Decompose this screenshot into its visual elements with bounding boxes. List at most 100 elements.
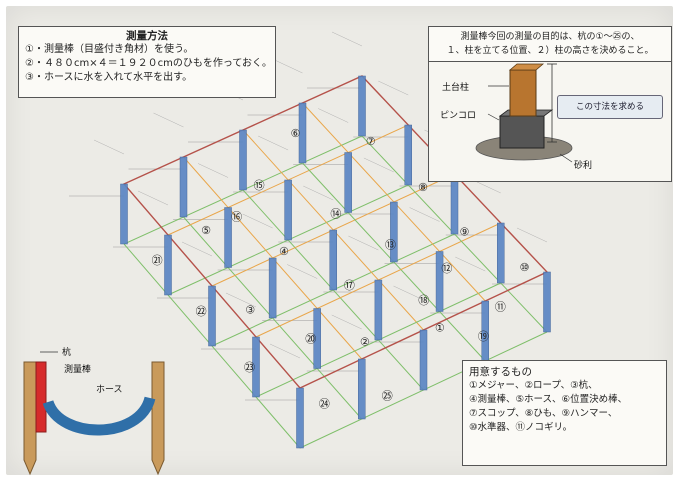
measuring-rod bbox=[35, 361, 47, 433]
helper-line bbox=[225, 292, 257, 308]
survey-post bbox=[497, 222, 505, 284]
survey-post bbox=[224, 207, 232, 268]
helper-line bbox=[137, 190, 169, 206]
survey-post bbox=[120, 183, 128, 245]
items-title: 用意するもの bbox=[469, 366, 532, 378]
dodaichu-label: 土台柱 bbox=[442, 83, 470, 93]
method-line-3: ③・ホースに水を入れて水平を出す。 bbox=[25, 72, 193, 83]
post-number-label: ⑳ bbox=[305, 333, 316, 346]
method-line-2: ②・４８０cm×４＝１９２０cmのひもを作っておく。 bbox=[25, 58, 269, 69]
items-box: 用意するもの ①メジャー、②ロープ、③杭、 ④測量棒、⑤ホース、⑥位置決め棒、 … bbox=[462, 360, 667, 466]
kui-label: 杭 bbox=[62, 348, 72, 358]
helper-line bbox=[348, 235, 379, 251]
survey-post bbox=[390, 201, 398, 263]
survey-post bbox=[419, 329, 428, 391]
post-number-label: ⑨ bbox=[460, 225, 470, 238]
helper-line bbox=[272, 58, 303, 74]
survey-post bbox=[164, 234, 172, 296]
purpose-box: 測量棒今回の測量の目的は、杭の①～㉕の、 １、柱を立てる位置、２）柱の高さを決め… bbox=[428, 26, 672, 62]
helper-line bbox=[242, 213, 273, 229]
survey-post bbox=[284, 179, 292, 241]
survey-post bbox=[296, 387, 304, 449]
survey-post bbox=[239, 129, 247, 191]
post-number-label: ⑬ bbox=[385, 239, 396, 252]
method-title: 測量方法 bbox=[126, 30, 168, 42]
post-number-label: ⑥ bbox=[291, 127, 301, 140]
dashed-helper-lines bbox=[69, 31, 548, 401]
helper-line bbox=[331, 31, 363, 47]
post-number-label: ⑤ bbox=[201, 224, 211, 237]
helper-line bbox=[318, 108, 349, 123]
post-number-label: ㉒ bbox=[196, 305, 207, 318]
post-number-label: ㉔ bbox=[319, 398, 330, 411]
post-number-label: ㉕ bbox=[382, 389, 393, 402]
method-box: 測量方法 ①・測量棒（目盛付き角材）を使う。 ②・４８０cm×４＝１９２０cmの… bbox=[18, 26, 276, 98]
post-number-label: ㉑ bbox=[152, 254, 163, 267]
post-number-label: ⑫ bbox=[441, 262, 452, 275]
helper-line bbox=[393, 285, 424, 301]
survey-post bbox=[179, 156, 188, 218]
post-number-label: ③ bbox=[245, 303, 255, 316]
hose-label: ホース bbox=[96, 385, 123, 395]
survey-post bbox=[450, 173, 459, 235]
post-number-label: ⑯ bbox=[231, 210, 242, 223]
helper-line bbox=[269, 343, 301, 359]
post-number-label: ② bbox=[360, 335, 370, 348]
items-line-4: ⑩水準器、⑪ノコギリ。 bbox=[469, 422, 573, 433]
survey-post bbox=[268, 257, 277, 319]
survey-post bbox=[374, 279, 383, 341]
post-number-label: ⑲ bbox=[478, 330, 489, 343]
helper-line bbox=[93, 139, 125, 155]
items-line-3: ⑦スコップ、⑧ひも、⑨ハンマー、 bbox=[469, 408, 618, 419]
helper-line bbox=[303, 185, 334, 201]
post-number-label: ⑪ bbox=[495, 301, 506, 314]
survey-post bbox=[435, 251, 444, 312]
post-number-label: ⑧ bbox=[418, 181, 428, 194]
helper-line bbox=[197, 163, 229, 178]
post-number-label: ㉓ bbox=[244, 361, 255, 374]
right-stake bbox=[151, 361, 165, 476]
survey-posts bbox=[120, 75, 551, 449]
survey-post bbox=[252, 336, 260, 398]
helper-line bbox=[181, 241, 213, 257]
method-line-1: ①・測量棒（目盛付き角材）を使う。 bbox=[25, 44, 194, 55]
water-hose bbox=[42, 396, 156, 436]
sokuryobo-label: 測量棒 bbox=[64, 365, 92, 375]
purpose-line-2: １、柱を立てる位置、２）柱の高さを決めること。 bbox=[446, 46, 654, 56]
survey-post bbox=[313, 308, 321, 369]
helper-line bbox=[516, 227, 548, 243]
post-number-label: ⑱ bbox=[418, 294, 429, 307]
helper-line bbox=[455, 256, 486, 272]
post-number-label: ⑰ bbox=[344, 279, 355, 292]
post-number-label: ⑮ bbox=[254, 179, 265, 192]
hose-level-illustration bbox=[23, 351, 165, 476]
survey-post bbox=[344, 152, 352, 213]
purpose-illustration-frame bbox=[428, 62, 672, 182]
purpose-line-1: 測量棒今回の測量の目的は、杭の①～㉕の、 bbox=[460, 32, 640, 42]
helper-line bbox=[409, 207, 440, 222]
post-number-label: ⑭ bbox=[330, 207, 341, 220]
survey-post bbox=[208, 285, 216, 347]
helper-line bbox=[153, 112, 184, 128]
pinkoro-label: ピンコロ bbox=[440, 111, 477, 121]
helper-line bbox=[258, 135, 289, 151]
helper-line bbox=[378, 80, 409, 96]
survey-post bbox=[543, 271, 551, 333]
survey-post bbox=[298, 102, 307, 164]
items-line-1: ①メジャー、②ロープ、③杭、 bbox=[469, 380, 598, 391]
left-stake bbox=[23, 361, 37, 476]
jari-label: 砂利 bbox=[574, 161, 593, 171]
helper-line bbox=[287, 264, 318, 279]
callout-dimension: この寸法を求める bbox=[557, 95, 663, 119]
post-number-label: ④ bbox=[279, 245, 289, 258]
post-number-label: ⑩ bbox=[520, 261, 530, 274]
survey-post bbox=[329, 229, 337, 291]
items-line-2: ④測量棒、⑤ホース、⑥位置決め棒、 bbox=[469, 394, 628, 405]
helper-line bbox=[331, 314, 362, 330]
survey-post bbox=[358, 358, 366, 420]
helper-line bbox=[363, 157, 394, 173]
post-number-label: ① bbox=[435, 322, 445, 335]
post-number-label: ⑦ bbox=[366, 135, 376, 148]
survey-post bbox=[404, 124, 412, 186]
